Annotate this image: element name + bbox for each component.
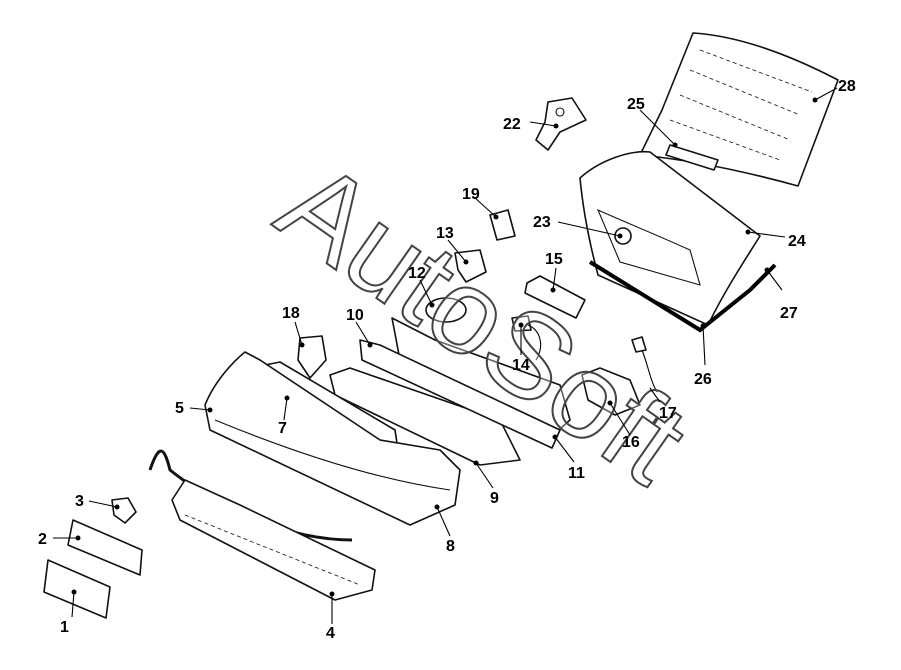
callout-4: 4 [326, 625, 335, 642]
callout-14: 14 [512, 357, 530, 374]
callout-5: 5 [175, 400, 184, 417]
part-trunk-lid [579, 150, 761, 326]
callout-7: 7 [278, 420, 287, 437]
callout-1: 1 [60, 619, 69, 636]
part-plate-holder [67, 519, 143, 576]
callout-13: 13 [436, 225, 454, 242]
part-brake-light [665, 144, 719, 171]
callout-3: 3 [75, 493, 84, 510]
part-lock [614, 227, 632, 245]
part-plate-light [524, 275, 586, 319]
part-bumper-cover [204, 351, 461, 526]
callout-19: 19 [462, 186, 480, 203]
callout-dots [71, 97, 818, 597]
leader-lines [53, 87, 838, 624]
part-tail-lamp [581, 336, 658, 416]
part-lower-valance [171, 479, 376, 601]
callout-labels: 1 2 3 4 5 7 8 9 10 11 12 13 14 15 16 17 … [38, 78, 856, 642]
callout-24: 24 [788, 233, 806, 250]
part-round-12 [425, 297, 467, 323]
part-license-plate [43, 559, 111, 619]
callout-17: 17 [659, 405, 677, 422]
callout-9: 9 [490, 490, 499, 507]
callout-8: 8 [446, 538, 455, 555]
callout-22: 22 [503, 116, 521, 133]
callout-11: 11 [568, 465, 585, 482]
part-rear-window [639, 32, 839, 187]
part-clip-3 [111, 497, 137, 524]
callout-15: 15 [545, 251, 563, 268]
callout-25: 25 [627, 96, 645, 113]
callout-23: 23 [533, 214, 551, 231]
callout-10: 10 [346, 307, 364, 324]
callout-12: 12 [408, 265, 426, 282]
part-hinge-bracket [535, 97, 587, 151]
callout-16: 16 [622, 434, 640, 451]
callout-26: 26 [694, 371, 712, 388]
part-bracket-18 [297, 335, 327, 379]
part-trunk-seal [588, 260, 777, 333]
callout-27: 27 [780, 305, 798, 322]
callout-2: 2 [38, 531, 47, 548]
callout-18: 18 [282, 305, 300, 322]
callout-28: 28 [838, 78, 856, 95]
